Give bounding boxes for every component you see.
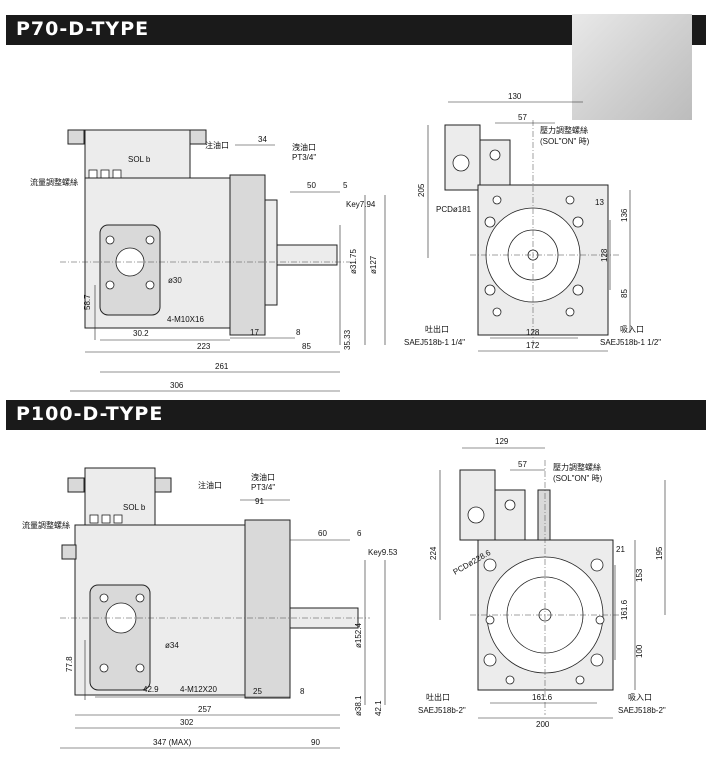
p70-dia-30: ø30: [168, 276, 182, 285]
p100-drain-thread: PT3/4": [251, 483, 275, 492]
p70-pcd: PCDø181: [436, 205, 472, 214]
p70-dim-136: 136: [620, 208, 629, 222]
p100-side-view: [60, 467, 386, 749]
p70-front-view: [427, 101, 631, 352]
p100-dim-161-6-h: 161.6: [532, 693, 553, 702]
p100-dim-77-8: 77.8: [65, 656, 74, 672]
p100-dim-42-9: 42.9: [143, 685, 159, 694]
p100-dim-6: 6: [357, 529, 362, 538]
p70-dim-130: 130: [508, 92, 522, 101]
p70-bolts: 4-M10X16: [167, 315, 204, 324]
p70-drain-label: 洩油口: [292, 142, 316, 152]
p100-title-banner: P100-D-TYPE: [6, 400, 706, 430]
p100-flow-screw-label: 流量調整螺絲: [22, 520, 70, 530]
p100-dim-25: 25: [253, 687, 262, 696]
p100-key: Key9.53: [368, 548, 398, 557]
p100-dim-8: 8: [300, 687, 305, 696]
p100-dim-100: 100: [635, 644, 644, 658]
p70-pressure-screw: 壓力調整螺絲: [540, 125, 588, 135]
p100-front-view: [439, 447, 666, 719]
p70-dim-128-h: 128: [526, 328, 540, 337]
p100-dim-60: 60: [318, 529, 327, 538]
p70-dim-30-2: 30.2: [133, 329, 149, 338]
p100-dim-91: 91: [255, 497, 264, 506]
p100-outlet-label: 吐出口: [426, 692, 450, 702]
p70-dim-85-v: 85: [620, 289, 629, 298]
p70-dim-85: 85: [302, 342, 311, 351]
p70-dim-57: 57: [518, 113, 527, 122]
p100-dim-21: 21: [616, 545, 625, 554]
p100-dim-195: 195: [655, 546, 664, 560]
p70-dim-58-7: 58.7: [83, 294, 92, 310]
p70-dim-13: 13: [595, 198, 604, 207]
p70-flange-dia: ø127: [369, 255, 378, 274]
p70-sol-b: SOL b: [128, 155, 151, 164]
p100-dim-90: 90: [311, 738, 320, 747]
p100-title: P100-D-TYPE: [16, 403, 164, 425]
p70-sol-on: (SOL"ON" 時): [540, 137, 590, 146]
p100-dim-200: 200: [536, 720, 550, 729]
p70-key: Key7.94: [346, 200, 376, 209]
p100-inlet-label: 吸入口: [628, 693, 652, 702]
p100-pressure-screw: 壓力調整螺絲: [553, 462, 601, 472]
p100-front-valve: [459, 469, 496, 541]
p70-shaft: [276, 244, 338, 266]
p100-oil-fill-label: 注油口: [198, 480, 222, 490]
p100-dim-224: 224: [429, 546, 438, 560]
p70-inlet-spec: SAEJ518b-1 1/2": [600, 338, 661, 347]
p100-inlet-spec: SAEJ518b-2": [618, 706, 666, 715]
p70-dim-34: 34: [258, 135, 267, 144]
p70-dim-17: 17: [250, 328, 259, 337]
p70-flow-screw-label: 流量調整螺絲: [30, 177, 78, 187]
p70-shaft-dia: ø31.75: [349, 249, 358, 274]
p70-inlet-label: 吸入口: [620, 325, 644, 334]
p70-dim-205: 205: [417, 183, 426, 197]
p100-drain-label: 洩油口: [251, 472, 275, 482]
p100-dia-34: ø34: [165, 641, 179, 650]
p70-dim-223: 223: [197, 342, 211, 351]
p100-bolts: 4-M12X20: [180, 685, 217, 694]
p70-dim-306: 306: [170, 381, 184, 390]
p70-dim-261: 261: [215, 362, 229, 371]
p70-outlet-label: 吐出口: [425, 324, 449, 334]
p70-dim-50: 50: [307, 181, 316, 190]
p100-sol-b: SOL b: [123, 503, 146, 512]
p100-shaft-end: 42.1: [374, 700, 383, 716]
p70-dim-8: 8: [296, 328, 301, 337]
p70-dim-128-v: 128: [600, 248, 609, 262]
p70-dim-5: 5: [343, 181, 348, 190]
p100-dim-57: 57: [518, 460, 527, 469]
p100-dim-153: 153: [635, 568, 644, 582]
p100-dim-129: 129: [495, 437, 509, 446]
pump-photo: [572, 14, 692, 120]
p100-flange-dia: ø152.4: [354, 623, 363, 648]
p100-sol-on: (SOL"ON" 時): [553, 474, 603, 483]
p70-shaft-end: 35.33: [343, 329, 352, 350]
p70-outlet-spec: SAEJ518b-1 1/4": [404, 338, 465, 347]
p70-drain-thread: PT3/4": [292, 153, 316, 162]
p100-dim-161-6-v: 161.6: [620, 599, 629, 620]
p100-outlet-spec: SAEJ518b-2": [418, 706, 466, 715]
p100-dim-257: 257: [198, 705, 212, 714]
p70-dim-172: 172: [526, 341, 540, 350]
p100-dim-347: 347 (MAX): [153, 738, 192, 747]
p70-side-view: [60, 129, 386, 392]
p70-title: P70-D-TYPE: [16, 18, 150, 40]
p100-dim-302: 302: [180, 718, 194, 727]
p100-shaft-dia: ø38.1: [354, 695, 363, 716]
p70-oil-fill-label: 注油口: [205, 140, 229, 150]
